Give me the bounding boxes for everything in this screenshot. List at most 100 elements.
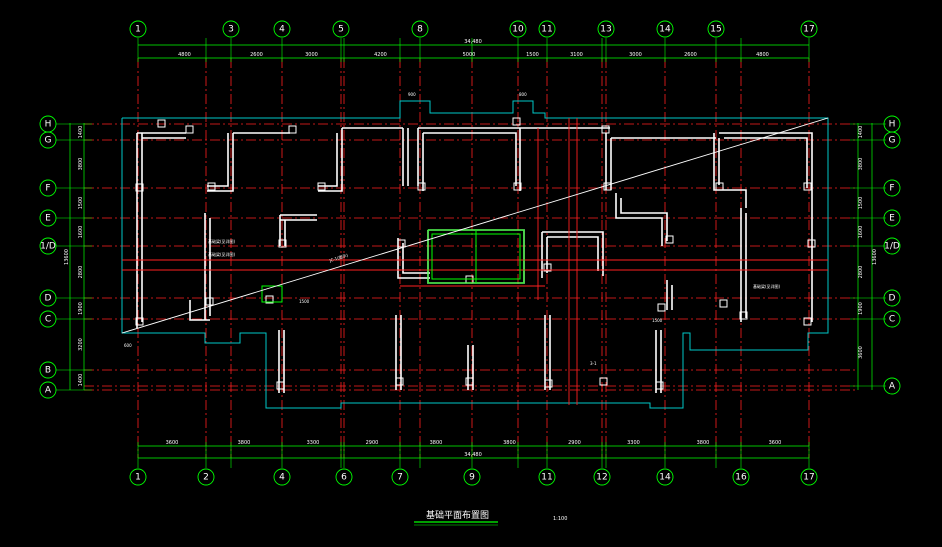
axis-bubble-top-15: 15 [707, 20, 725, 38]
columns-layer [135, 117, 816, 390]
svg-text:14: 14 [659, 473, 671, 483]
svg-text:14: 14 [659, 25, 671, 35]
bottom-dimension: 3300 [307, 440, 320, 446]
svg-text:A: A [45, 386, 52, 396]
axis-bubble-bottom-9: 9 [463, 468, 481, 486]
diagonal-annotation: JC-1(图示) [328, 252, 349, 264]
axis-bubble-bottom-16: 16 [732, 468, 750, 486]
axis-bubble-top-10: 10 [509, 20, 527, 38]
column [512, 117, 521, 126]
svg-text:10: 10 [512, 25, 524, 35]
right-annotation: 基础梁(见详图) [753, 283, 781, 289]
axis-bubble-top-14: 14 [656, 20, 674, 38]
svg-text:F: F [889, 184, 894, 194]
left-dimension: 3200 [78, 338, 84, 351]
axis-bubble-top-8: 8 [411, 20, 429, 38]
axis-bubble-right-H: H [883, 115, 901, 133]
beam-annotation-2: 基础梁(见详图) [208, 251, 236, 257]
bottom-dimension: 3800 [503, 440, 516, 446]
svg-text:1/D: 1/D [884, 242, 900, 252]
axis-bubble-bottom-11: 11 [538, 468, 556, 486]
svg-text:15: 15 [710, 25, 721, 35]
bottom-dimension: 3800 [430, 440, 443, 446]
svg-text:C: C [45, 315, 51, 325]
svg-text:17: 17 [803, 473, 814, 483]
right-dimension: 1600 [858, 226, 864, 239]
bottom-total-dimension: 34,480 [464, 452, 482, 458]
top-dimension: 1500 [526, 52, 539, 58]
column [599, 377, 608, 386]
left-dimension: 1400 [78, 374, 84, 387]
svg-text:17: 17 [803, 25, 814, 35]
axis-bubble-right-F: F [883, 179, 901, 197]
column [543, 263, 552, 272]
tag-1500-b: 1500 [652, 318, 663, 323]
svg-text:D: D [45, 294, 52, 304]
building-outline [121, 100, 829, 409]
svg-text:8: 8 [417, 25, 423, 35]
axis-bubble-bottom-6: 6 [335, 468, 353, 486]
svg-text:G: G [889, 136, 896, 146]
top-dimension: 4200 [374, 52, 387, 58]
svg-text:H: H [889, 120, 896, 130]
column [317, 182, 326, 191]
stair-core [261, 229, 525, 303]
svg-text:1/D: 1/D [40, 242, 56, 252]
top-dimension: 2600 [684, 52, 697, 58]
axis-bubble-right-C: C [883, 310, 901, 328]
svg-text:3: 3 [228, 25, 234, 35]
axis-bubble-top-11: 11 [538, 20, 556, 38]
svg-text:4: 4 [279, 25, 285, 35]
top-dimension: 4800 [178, 52, 191, 58]
svg-text:16: 16 [735, 473, 747, 483]
column [807, 239, 816, 248]
axis-bubble-left-H: H [39, 115, 57, 133]
svg-text:9: 9 [469, 473, 475, 483]
axis-bubble-left-E: E [39, 209, 57, 227]
column [465, 377, 474, 386]
svg-text:7: 7 [397, 473, 403, 483]
axis-bubble-right-E: E [883, 209, 901, 227]
annotations: 基础梁(见详图) 基础梁(见详图) JC-1(图示) 基础梁(见详图) 3-1 … [124, 92, 781, 366]
axis-bubble-right-A: A [883, 377, 901, 395]
column [278, 239, 287, 248]
axis-bubble-left-G: G [39, 131, 57, 149]
top-dimension: 5000 [463, 52, 476, 58]
tag-900: 900 [408, 92, 416, 97]
column [665, 235, 674, 244]
bottom-dimension: 3600 [166, 440, 179, 446]
left-dimension: 2800 [78, 266, 84, 279]
top-dimension: 2600 [250, 52, 263, 58]
svg-text:F: F [45, 184, 50, 194]
column [719, 299, 728, 308]
axis-bubble-top-5: 5 [332, 20, 350, 38]
column [803, 317, 812, 326]
right-dimension: 3600 [858, 346, 864, 359]
right-dimension: 1900 [858, 302, 864, 315]
column [288, 125, 297, 134]
top-dimension: 3100 [570, 52, 583, 58]
svg-text:11: 11 [541, 473, 552, 483]
column [513, 182, 522, 191]
right-total-dimension: 13600 [872, 249, 878, 265]
axis-bubble-bottom-14: 14 [656, 468, 674, 486]
column [739, 311, 748, 320]
svg-text:11: 11 [541, 25, 552, 35]
top-dimension: 3000 [629, 52, 642, 58]
bottom-dimension: 3300 [627, 440, 640, 446]
svg-text:13: 13 [600, 25, 611, 35]
axis-bubble-top-3: 3 [222, 20, 240, 38]
axis-bubble-top-1: 1 [129, 20, 147, 38]
axis-bubble-top-4: 4 [273, 20, 291, 38]
bottom-dimension: 3800 [238, 440, 251, 446]
top-dimension: 3000 [305, 52, 318, 58]
column [397, 239, 406, 248]
column [655, 381, 664, 390]
axis-bubble-bottom-1: 1 [129, 468, 147, 486]
svg-text:6: 6 [341, 473, 347, 483]
column [185, 125, 194, 134]
axis-bubble-bottom-4: 4 [273, 468, 291, 486]
tag-1500: 1500 [299, 299, 310, 304]
drawing-scale: 1:100 [553, 516, 567, 522]
